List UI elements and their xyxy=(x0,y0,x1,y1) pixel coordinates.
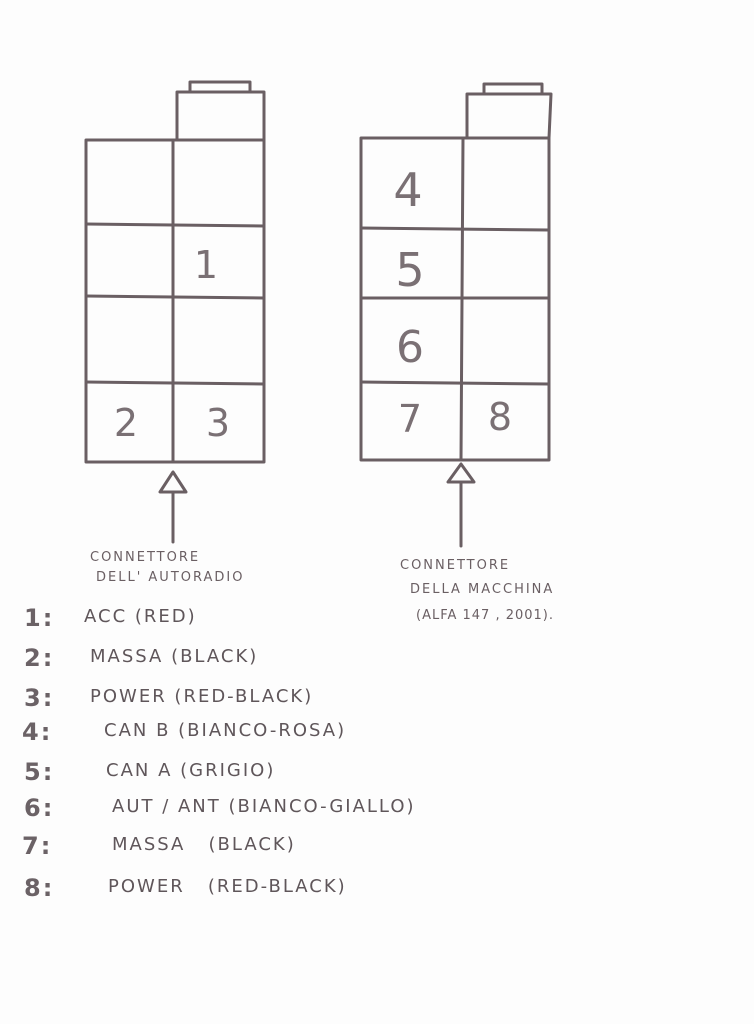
legend-item: 2: MASSA (BLACK) xyxy=(24,644,344,674)
legend-item: 5: CAN A (GRIGIO) xyxy=(24,758,364,788)
legend-label: POWER (RED-BLACK) xyxy=(90,686,314,707)
radio-row-line xyxy=(84,380,266,386)
legend-number: 3: xyxy=(24,684,55,712)
legend-number: 6: xyxy=(24,794,55,822)
car-connector xyxy=(359,82,553,548)
radio-row-line xyxy=(84,294,266,300)
legend-label: CAN B (BIANCO-ROSA) xyxy=(104,720,347,741)
radio-connector-latch xyxy=(188,80,252,94)
legend-label: CAN A (GRIGIO) xyxy=(106,760,276,781)
car-connector-caption-line3: (ALFA 147 , 2001). xyxy=(416,608,555,623)
legend-number: 4: xyxy=(22,718,53,746)
pin-label: 2 xyxy=(114,401,138,445)
pin-label: 6 xyxy=(396,322,424,373)
radio-arrow xyxy=(158,470,188,544)
legend-label: MASSA (BLACK) xyxy=(112,834,296,855)
radio-connector-body xyxy=(84,138,266,464)
legend-item: 6: AUT / ANT (BIANCO-GIALLO) xyxy=(24,794,504,824)
car-connector-tab xyxy=(465,92,553,140)
legend-item: 3: POWER (RED-BLACK) xyxy=(24,684,364,714)
pin-label: 8 xyxy=(488,395,512,439)
legend-label: AUT / ANT (BIANCO-GIALLO) xyxy=(112,796,416,817)
car-connector-latch xyxy=(482,82,544,96)
legend-item: 8: POWER (RED-BLACK) xyxy=(24,874,484,904)
legend-item: 4: CAN B (BIANCO-ROSA) xyxy=(22,718,402,748)
legend-item: 7: MASSA (BLACK) xyxy=(22,832,422,862)
legend-number: 2: xyxy=(24,644,55,672)
radio-row-line xyxy=(84,222,266,228)
radio-connector-tab xyxy=(175,90,266,142)
car-connector-caption-line2: DELLA MACCHINA xyxy=(410,582,555,597)
pin-label: 3 xyxy=(206,401,230,445)
legend-label: POWER (RED-BLACK) xyxy=(108,876,347,897)
car-row-line xyxy=(359,380,551,386)
legend-item: 1: ACC (RED) xyxy=(24,604,324,634)
car-arrow xyxy=(446,462,476,548)
legend-number: 8: xyxy=(24,874,55,902)
car-row-line xyxy=(359,226,551,232)
legend-number: 7: xyxy=(22,832,53,860)
legend-label: MASSA (BLACK) xyxy=(90,646,259,667)
pin-label: 5 xyxy=(395,243,424,297)
pin-label: 1 xyxy=(194,243,218,287)
legend-label: ACC (RED) xyxy=(84,606,197,627)
legend-number: 5: xyxy=(24,758,55,786)
radio-connector xyxy=(84,80,266,544)
pin-label: 7 xyxy=(398,397,422,441)
pin-label: 4 xyxy=(393,163,422,217)
radio-connector-caption-line1: CONNETTORE xyxy=(90,550,201,565)
radio-connector-caption-line2: DELL' AUTORADIO xyxy=(96,570,245,585)
car-connector-caption-line1: CONNETTORE xyxy=(400,558,511,573)
legend-number: 1: xyxy=(24,604,55,632)
